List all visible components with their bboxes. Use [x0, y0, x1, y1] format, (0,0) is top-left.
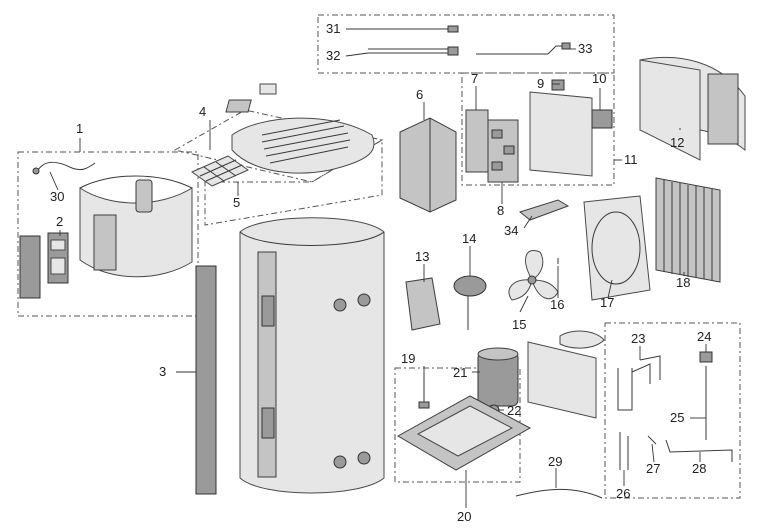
valve-assembly-23 — [617, 355, 661, 411]
water-inlet-upper-2 — [357, 293, 371, 307]
label-4: 4 — [199, 104, 207, 119]
pcb-8-chips — [491, 129, 515, 171]
water-inlet-lower-2 — [357, 451, 371, 465]
label-32: 32 — [326, 48, 341, 63]
cable-30 — [37, 161, 96, 171]
capacitor-10 — [591, 109, 613, 129]
compressor-21-top — [477, 347, 519, 361]
label-34: 34 — [504, 223, 519, 238]
label-12: 12 — [670, 135, 685, 150]
label-22: 22 — [507, 403, 522, 418]
water-tank-strip — [257, 251, 277, 478]
control-panel-2-buttons — [50, 257, 66, 275]
label-16: 16 — [550, 297, 565, 312]
label-6: 6 — [416, 87, 424, 102]
filter-grid-5 — [190, 155, 250, 187]
electronics-box-6 — [399, 117, 457, 213]
water-tank-window-lower — [261, 407, 275, 439]
motor-bracket-13 — [405, 277, 441, 331]
water-inlet-lower-1 — [333, 455, 347, 469]
top-cover-cap — [225, 99, 252, 113]
group-outline-31-33 — [317, 14, 615, 74]
label-24: 24 — [697, 329, 712, 344]
front-casing-1-window — [93, 214, 117, 271]
relay-9 — [551, 79, 565, 91]
label-3: 3 — [159, 364, 167, 379]
fan-shroud-17 — [583, 195, 651, 301]
label-11: 11 — [624, 152, 638, 167]
pcb-7 — [465, 109, 489, 173]
cable-30-end — [32, 167, 40, 175]
fan-shroud-17-ring — [591, 211, 641, 285]
drain-hose-29 — [515, 489, 603, 499]
label-5: 5 — [233, 195, 241, 210]
rear-casing-12-front — [639, 59, 701, 161]
label-15: 15 — [512, 317, 527, 332]
label-18: 18 — [676, 275, 691, 290]
front-casing-1-top — [79, 175, 193, 189]
label-21: 21 — [453, 365, 468, 380]
rear-casing-12-grille — [707, 73, 739, 145]
tube-28 — [665, 439, 733, 462]
top-cover-plate — [259, 83, 277, 95]
top-cover-4-grille — [261, 119, 351, 164]
label-30: 30 — [50, 189, 65, 204]
side-panel-right — [527, 341, 597, 419]
label-31: 31 — [326, 21, 341, 36]
label-28: 28 — [692, 461, 707, 476]
label-17: 17 — [600, 295, 615, 310]
water-inlet-upper-1 — [333, 298, 347, 312]
label-25: 25 — [670, 410, 685, 425]
base-pan-20-inner — [416, 405, 514, 457]
water-tank-window-upper — [261, 295, 275, 327]
fan-motor-14 — [453, 275, 487, 297]
side-panel-left — [19, 235, 41, 299]
insulation-strip-3 — [195, 265, 217, 495]
label-19: 19 — [401, 351, 416, 366]
label-7: 7 — [471, 71, 479, 86]
label-33: 33 — [578, 41, 593, 56]
label-14: 14 — [462, 231, 477, 246]
group-outline-20 — [394, 367, 521, 483]
cover-plate — [559, 330, 605, 349]
tube-27 — [647, 435, 657, 445]
group-outline-23-28 — [604, 322, 741, 499]
bracket-34 — [518, 199, 570, 221]
sensor-32 — [368, 46, 459, 56]
label-20: 20 — [457, 509, 472, 524]
tube-26 — [619, 432, 629, 470]
mounting-plate — [529, 91, 593, 177]
front-casing-1-handle — [135, 179, 153, 213]
label-9: 9 — [537, 76, 545, 91]
group-outline-4b — [204, 139, 383, 226]
fan-blade-15 — [508, 250, 559, 301]
group-outline-11 — [461, 72, 615, 186]
control-panel-2-screen — [50, 239, 66, 251]
leader-lines — [49, 28, 707, 508]
label-1: 1 — [76, 121, 84, 136]
solenoid-24 — [699, 351, 713, 363]
label-23: 23 — [631, 331, 646, 346]
group-outline-1 — [17, 151, 199, 317]
label-29: 29 — [548, 454, 563, 469]
label-2: 2 — [56, 214, 64, 229]
water-tank-top — [239, 231, 385, 246]
evaporator-18 — [655, 177, 721, 283]
group-outline-4 — [173, 109, 384, 183]
label-10: 10 — [592, 71, 607, 86]
bolt-19-head — [418, 401, 430, 409]
label-13: 13 — [415, 249, 430, 264]
sensor-33 — [476, 42, 571, 55]
label-8: 8 — [497, 203, 505, 218]
top-cover-4 — [231, 117, 375, 174]
sensor-31 — [368, 25, 459, 33]
label-27: 27 — [646, 461, 661, 476]
label-26: 26 — [616, 486, 631, 501]
